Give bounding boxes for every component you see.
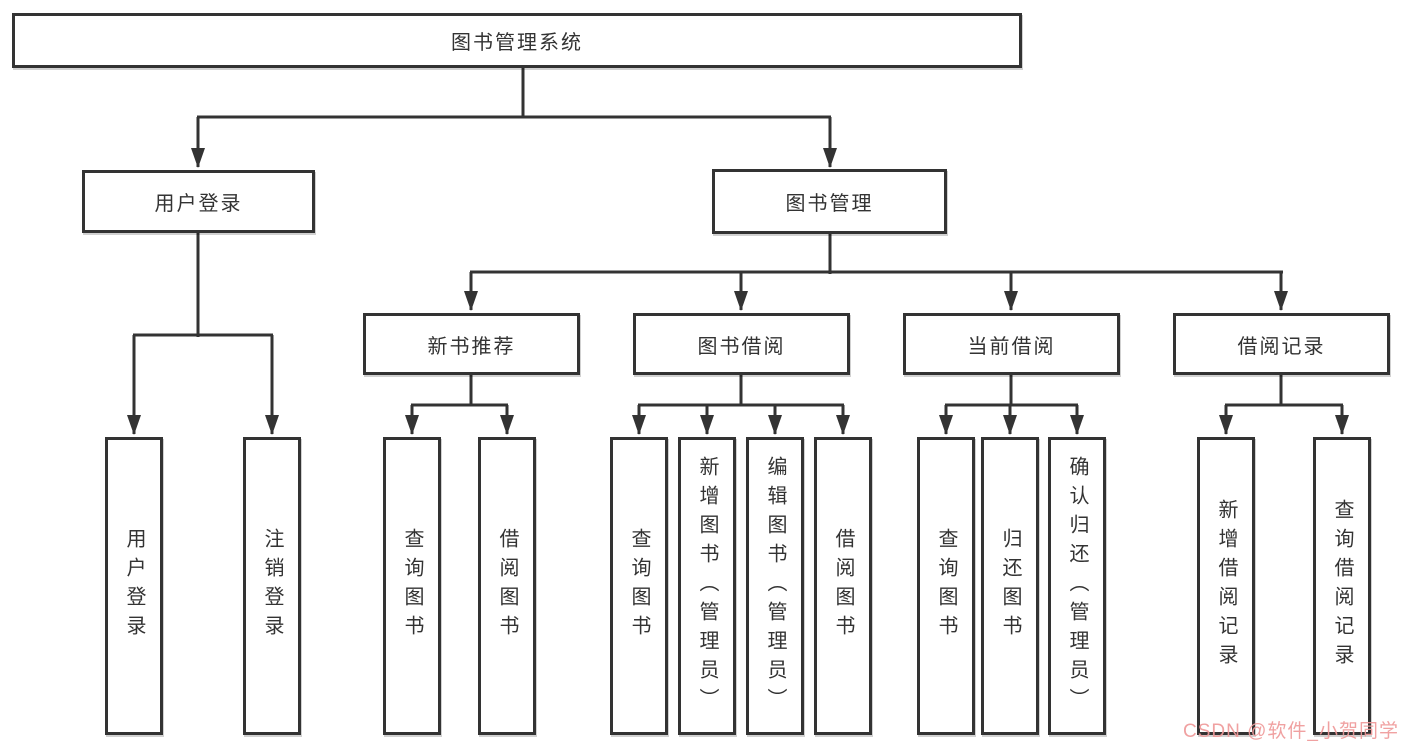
leaf-borrow-edit: 编辑图书（管理员） [746, 437, 804, 735]
leaf-records-query: 查询借阅记录 [1313, 437, 1371, 735]
leaf-borrow-book: 借阅图书 [814, 437, 872, 735]
leaf-newbooks-query-label: 查询图书 [401, 528, 423, 644]
leaf-borrow-book-label: 借阅图书 [832, 528, 854, 644]
node-book-mgmt-label: 图书管理 [785, 193, 874, 215]
leaf-borrow-add: 新增图书（管理员） [678, 437, 736, 735]
leaf-user-login: 用户登录 [105, 437, 163, 735]
leaf-newbooks-query: 查询图书 [383, 437, 441, 735]
leaf-current-confirm: 确认归还（管理员） [1048, 437, 1106, 735]
node-borrow-records-label: 借阅记录 [1237, 335, 1326, 358]
leaf-logout: 注销登录 [243, 437, 301, 735]
node-root-label: 图书管理系统 [451, 32, 583, 54]
leaf-current-return-label: 归还图书 [999, 528, 1021, 644]
leaf-current-query-label: 查询图书 [935, 528, 957, 644]
leaf-newbooks-borrow: 借阅图书 [478, 437, 536, 735]
node-root: 图书管理系统 [12, 13, 1022, 68]
node-borrow-records: 借阅记录 [1173, 313, 1390, 375]
leaf-borrow-query: 查询图书 [610, 437, 668, 735]
node-user-login: 用户登录 [82, 170, 315, 233]
node-new-books-label: 新书推荐 [427, 335, 516, 358]
leaf-records-query-label: 查询借阅记录 [1331, 499, 1353, 673]
leaf-user-login-label: 用户登录 [123, 528, 145, 644]
csdn-watermark: CSDN @软件_小贺同学 [1183, 721, 1399, 742]
leaf-borrow-query-label: 查询图书 [628, 528, 650, 644]
leaf-records-add-label: 新增借阅记录 [1215, 499, 1237, 673]
leaf-logout-label: 注销登录 [261, 528, 283, 644]
leaf-records-add: 新增借阅记录 [1197, 437, 1255, 735]
leaf-current-confirm-label: 确认归还（管理员） [1066, 455, 1088, 717]
node-current-borrow-label: 当前借阅 [967, 335, 1056, 358]
node-book-borrow: 图书借阅 [633, 313, 850, 375]
leaf-newbooks-borrow-label: 借阅图书 [496, 528, 518, 644]
node-book-mgmt: 图书管理 [712, 169, 947, 234]
leaf-borrow-add-label: 新增图书（管理员） [696, 455, 718, 717]
node-new-books: 新书推荐 [363, 313, 580, 375]
node-book-borrow-label: 图书借阅 [697, 335, 786, 358]
leaf-current-return: 归还图书 [981, 437, 1039, 735]
node-current-borrow: 当前借阅 [903, 313, 1120, 375]
leaf-current-query: 查询图书 [917, 437, 975, 735]
leaf-borrow-edit-label: 编辑图书（管理员） [764, 455, 786, 717]
node-user-login-label: 用户登录 [154, 193, 243, 215]
